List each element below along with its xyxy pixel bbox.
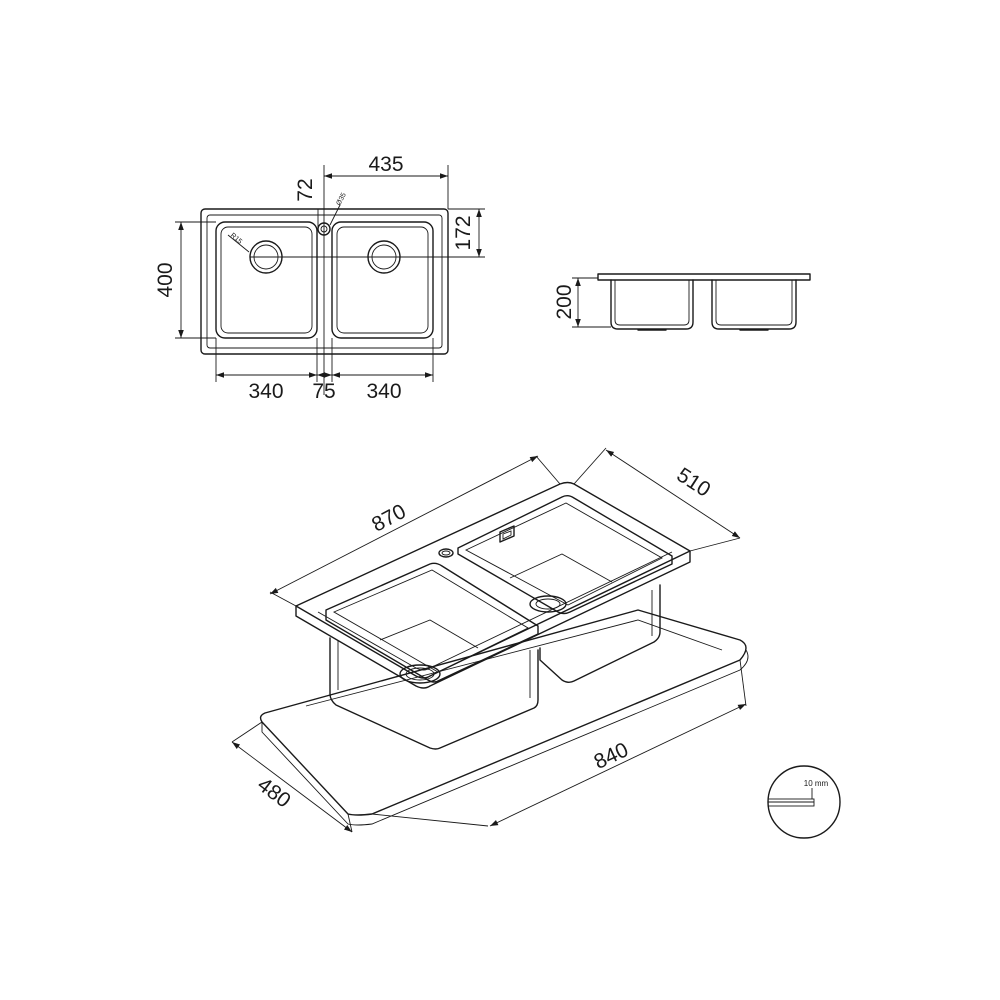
drain-right-iso-icon [529, 595, 567, 613]
label-870: 870 [368, 500, 410, 537]
sink-outline-top [200, 208, 449, 355]
label-340-right: 340 [366, 380, 401, 403]
label-480: 480 [253, 773, 295, 812]
bowl-right-side [711, 279, 797, 330]
label-510: 510 [673, 463, 715, 501]
label-172: 172 [452, 215, 475, 250]
drain-left-iso-icon [399, 664, 441, 684]
label-840: 840 [591, 738, 632, 774]
bowl-left-side [610, 279, 694, 330]
label-400: 400 [154, 262, 177, 297]
top-view: 400 340 75 340 435 72 172 Ø35 R15 [154, 153, 485, 403]
label-72: 72 [294, 178, 317, 201]
dim-line-840 [489, 703, 747, 827]
label-tap-diameter: Ø35 [335, 192, 347, 207]
tap-hole-iso-icon [438, 548, 454, 558]
label-75: 75 [312, 380, 335, 403]
side-view: 200 [553, 273, 811, 331]
cutout-slab [259, 609, 749, 826]
label-200: 200 [553, 284, 576, 319]
bowl-left-opening [325, 562, 539, 683]
bowl-right-iso [539, 584, 661, 683]
thickness-detail: 10 mm [767, 765, 841, 839]
label-435: 435 [368, 153, 403, 176]
extension-lines-top [175, 165, 485, 395]
dim-line-510 [605, 449, 741, 539]
iso-view: 870 510 480 840 [231, 447, 749, 833]
countertop-rim-side [597, 273, 811, 281]
bowl-right-top [331, 221, 434, 339]
label-thickness: 10 mm [804, 779, 829, 788]
dim-line-480 [231, 741, 353, 833]
dim-line-870 [269, 455, 539, 595]
bowl-left-top [215, 221, 318, 339]
label-corner-radius: R15 [229, 232, 243, 246]
label-340-left: 340 [248, 380, 283, 403]
